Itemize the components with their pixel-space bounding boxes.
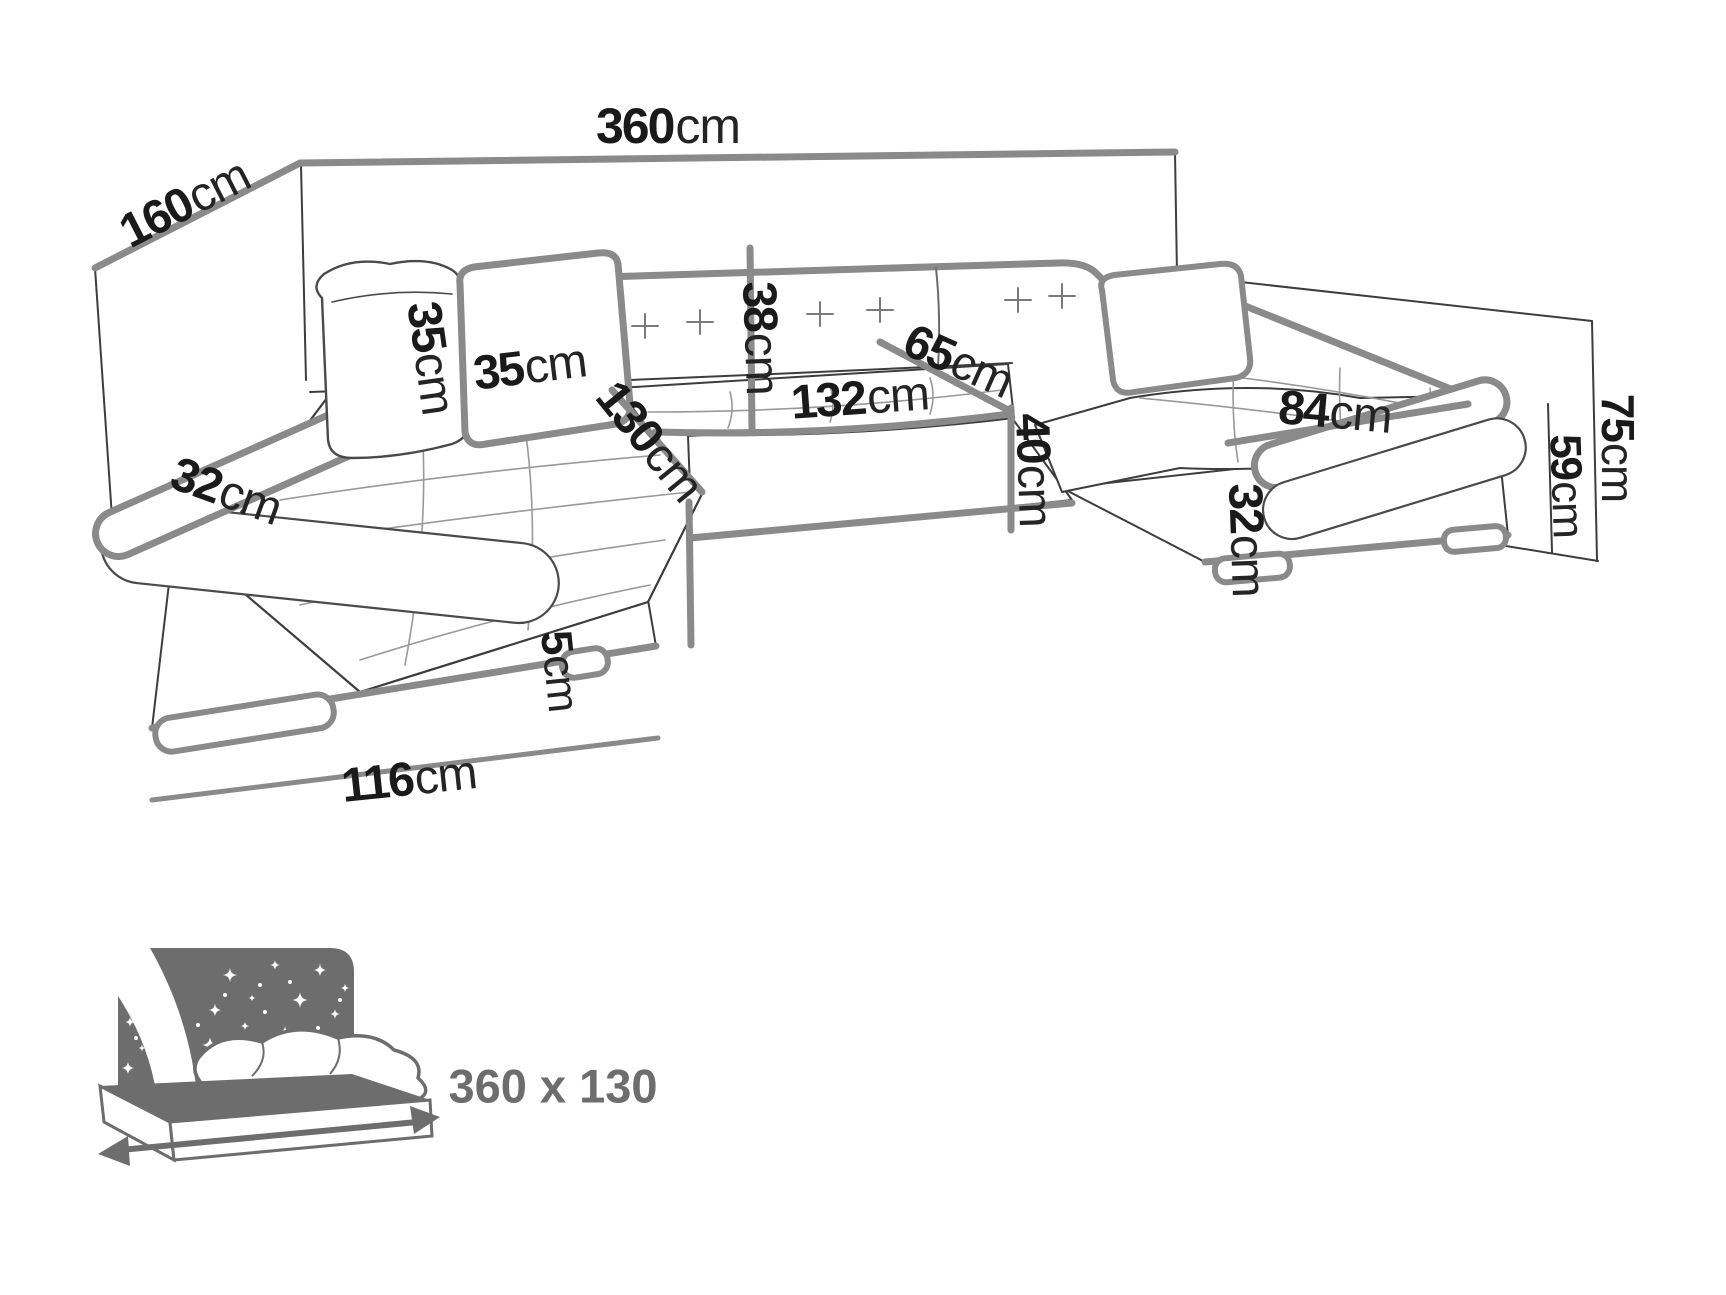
pillows [315,249,1254,460]
pillow-measured [456,249,634,449]
sofa-legs [152,523,1509,755]
sleeping-area-size-label: 360 x 130 [448,1059,658,1113]
dim-backrest-height: 38cm [732,280,789,396]
bed-with-starry-headboard-icon [0,0,440,1166]
base-width-line [149,735,661,803]
dim-side-height-lower: 59cm [1540,433,1593,539]
dim-leg-height: 5cm [530,628,589,714]
dim-total-width: 360cm [595,98,741,154]
left-chaise [92,392,704,729]
room-outline [91,148,1599,562]
dim-seat-height: 40cm [1005,412,1062,528]
dim-right-base-height: 32cm [1218,482,1275,598]
dim-right-chaise-width: 84cm [1276,381,1394,444]
pillow-right [1098,260,1254,396]
dim-total-height: 75cm [1592,393,1644,503]
dim-middle-seat-width: 132cm [789,367,931,430]
